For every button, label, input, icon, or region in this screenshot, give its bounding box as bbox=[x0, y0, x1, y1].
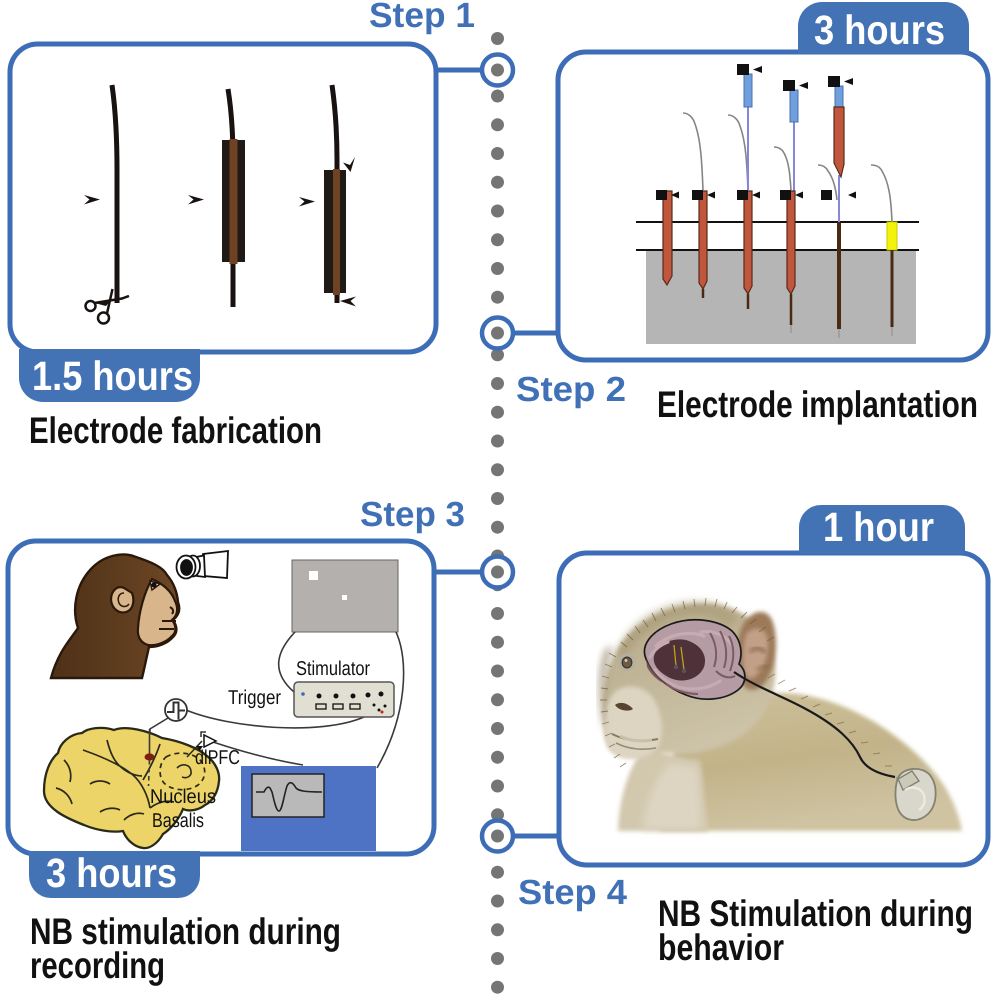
svg-text:1.5 hours: 1.5 hours bbox=[32, 353, 193, 399]
svg-text:Basalis: Basalis bbox=[152, 810, 204, 832]
svg-text:dlPFC: dlPFC bbox=[195, 747, 240, 769]
svg-text:3 hours: 3 hours bbox=[46, 850, 177, 896]
svg-text:NB Stimulation during: NB Stimulation during bbox=[658, 893, 973, 934]
svg-text:Step 3: Step 3 bbox=[360, 495, 465, 534]
svg-text:Step 4: Step 4 bbox=[518, 873, 628, 912]
svg-text:Trigger: Trigger bbox=[228, 687, 281, 709]
svg-text:3 hours: 3 hours bbox=[814, 7, 945, 53]
svg-text:Electrode implantation: Electrode implantation bbox=[657, 384, 978, 425]
svg-text:Step 2: Step 2 bbox=[516, 370, 626, 409]
svg-text:recording: recording bbox=[30, 945, 165, 986]
svg-text:Step 1: Step 1 bbox=[369, 0, 475, 35]
svg-text:Stimulator: Stimulator bbox=[296, 658, 370, 680]
svg-text:NB stimulation during: NB stimulation during bbox=[30, 911, 341, 952]
svg-text:Electrode fabrication: Electrode fabrication bbox=[29, 410, 322, 451]
svg-text:behavior: behavior bbox=[658, 927, 784, 968]
svg-text:Nucleus: Nucleus bbox=[150, 786, 216, 808]
svg-text:1 hour: 1 hour bbox=[823, 504, 934, 550]
